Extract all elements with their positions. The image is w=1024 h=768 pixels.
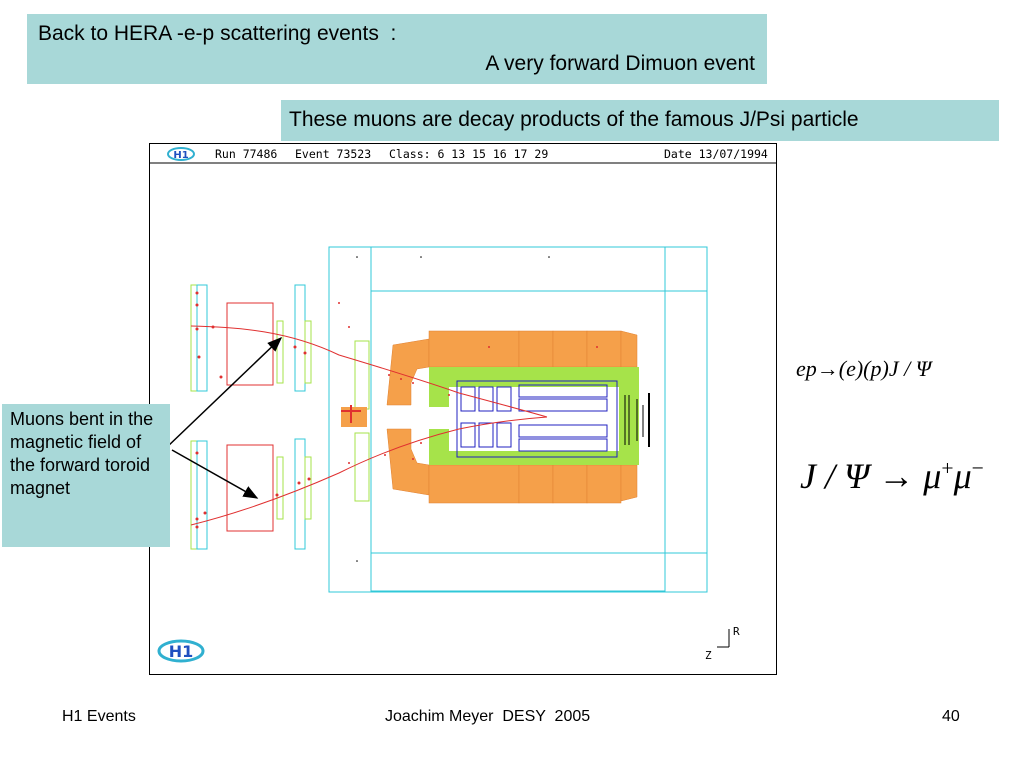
axis-r-label: R: [733, 625, 740, 638]
slide-title-box: Back to HERA -e-p scattering events : A …: [27, 14, 767, 84]
footer-left: H1 Events: [62, 708, 136, 725]
track-hits: [195, 256, 598, 562]
decay-arrow: →: [878, 456, 915, 496]
axis-z-label: Z: [705, 649, 712, 662]
h1-logo-top-icon: H1: [167, 147, 195, 161]
callout-text: Muons bent in the magnetic field of the …: [10, 409, 154, 498]
event-date: Date 13/07/1994: [664, 147, 768, 161]
reaction-rhs: (e)(p)J / Ψ: [838, 356, 932, 381]
plus-sign: +: [941, 456, 954, 480]
h1-event-display: H1: [149, 143, 777, 675]
event-class: Class: 6 13 15 16 17 29: [389, 147, 549, 161]
decay-lhs: J / Ψ: [800, 456, 870, 496]
event-number: Event 73523: [295, 147, 372, 161]
central-tracker: [456, 380, 618, 458]
calorimeter-lower: [386, 428, 638, 504]
slide-title-line1: Back to HERA -e-p scattering events :: [38, 22, 397, 45]
decay-mu-plus: μ: [923, 456, 942, 496]
calorimeter-upper: [386, 330, 638, 406]
run-number: Run 77486: [215, 147, 278, 161]
backward-detector: [624, 393, 650, 447]
muon-tracks: [190, 325, 548, 526]
decay-mu-minus: μ: [953, 456, 972, 496]
page-number: 40: [942, 708, 960, 725]
reaction-formula: ep→(e)(p)J / Ψ: [796, 356, 931, 382]
decay-formula: J / Ψ → μ+μ−: [800, 455, 984, 497]
callout-box: Muons bent in the magnetic field of the …: [2, 404, 170, 547]
svg-text:H1: H1: [169, 642, 194, 661]
h1-logo-bottom-icon: H1: [157, 639, 205, 663]
minus-sign: −: [971, 456, 984, 480]
forward-muon-detector: [190, 284, 370, 550]
subtitle-text: These muons are decay products of the fa…: [289, 108, 859, 131]
rz-axis-icon: [717, 629, 730, 648]
footer-center: Joachim Meyer DESY 2005: [385, 708, 591, 725]
reaction-arrow: →: [816, 356, 839, 381]
subtitle-box: These muons are decay products of the fa…: [281, 100, 999, 141]
reaction-lhs: ep: [796, 356, 817, 381]
event-display-svg: H1: [149, 143, 777, 675]
svg-text:H1: H1: [173, 150, 188, 161]
slide-title-line2: A very forward Dimuon event: [485, 52, 755, 75]
